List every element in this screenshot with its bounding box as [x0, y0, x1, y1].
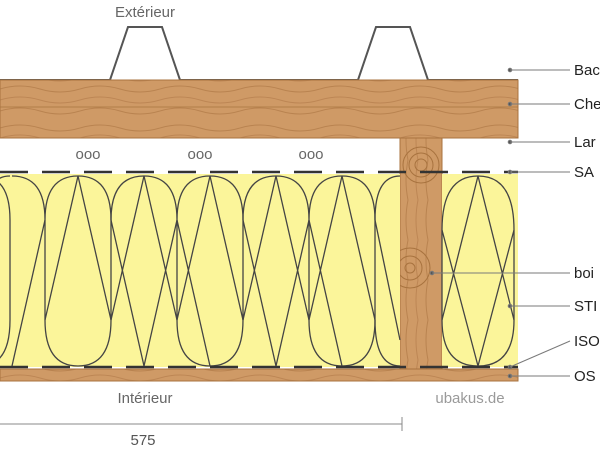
ventilation-mark: ooo: [187, 146, 212, 163]
layer-label-wood: boi: [574, 265, 594, 282]
layer-label-membrane: SA: [574, 164, 594, 181]
dimension-line: [0, 417, 403, 431]
layer-label-steel-deck: Bac: [574, 62, 600, 79]
interior-label: Intérieur: [117, 390, 172, 407]
layer-leaders: [429, 67, 571, 379]
layer-label-batten: Che: [574, 96, 600, 113]
brand-watermark: ubakus.de: [435, 390, 504, 407]
insulation-layer: [0, 174, 518, 367]
steel-deck-sheet: [0, 26, 518, 81]
wood-batten-layer: [0, 79, 519, 139]
dimension-value: 575: [130, 432, 155, 449]
layer-label-insulation: STI: [574, 298, 597, 315]
ventilation-mark: ooo: [298, 146, 323, 163]
ventilation-gap: ooo ooo ooo: [75, 146, 323, 163]
layer-label-osb: OS: [574, 368, 596, 385]
osb-board: [0, 368, 519, 382]
ventilation-mark: ooo: [75, 146, 100, 163]
layer-label-iso: ISO: [574, 333, 600, 350]
exterior-label: Extérieur: [115, 4, 175, 21]
layer-label-lath: Lar: [574, 134, 596, 151]
